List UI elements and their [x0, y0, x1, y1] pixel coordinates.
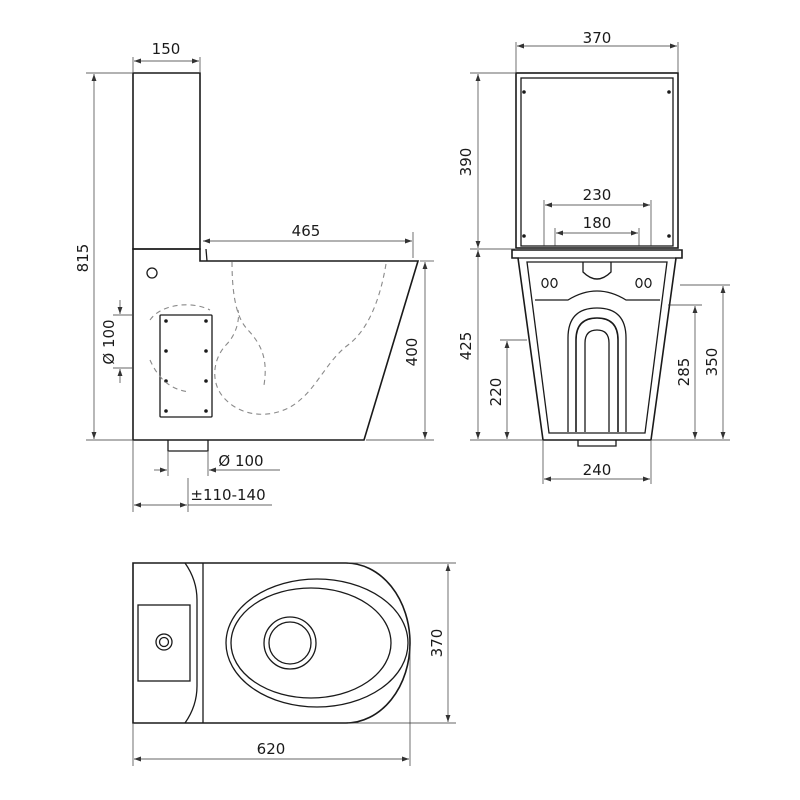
front-bowl-inner [526, 261, 668, 434]
side-outlet-spigot [167, 440, 209, 452]
dim-top-length: 620 [257, 740, 286, 758]
front-view [511, 72, 683, 447]
front-base-spigot [577, 440, 617, 447]
front-view-dimensions: 370 390 425 230 180 240 220 285 [457, 29, 730, 484]
dim-top-width: 370 [428, 629, 446, 658]
front-trap-pipe-inner [584, 329, 610, 432]
side-tank-outline [132, 72, 201, 250]
front-bowl-outline [511, 249, 683, 441]
side-access-panel [159, 314, 213, 418]
dim-inner-height: 285 [675, 358, 693, 387]
front-fixing-holes [541, 277, 652, 289]
dim-tank-width: 150 [152, 40, 181, 58]
dim-overall-height: 815 [74, 244, 92, 273]
top-drain-inner [268, 621, 312, 665]
front-seat-curve [534, 290, 660, 301]
front-trap-pipe-outer [567, 307, 627, 432]
front-top-outlet [582, 262, 612, 280]
top-flush-button-outer [155, 633, 173, 651]
dim-inlet-diameter: Ø 100 [100, 319, 118, 364]
dim-front-width: 370 [583, 29, 612, 47]
side-hidden-trap [214, 261, 387, 415]
top-tank-recess [137, 604, 191, 682]
side-bowl-outline [132, 248, 420, 441]
side-bowl-rim [205, 248, 208, 262]
side-hidden-trap-2 [149, 304, 211, 393]
dim-mount-inner: 180 [583, 214, 612, 232]
dim-bowl-height: 400 [403, 338, 421, 367]
side-view [132, 72, 420, 452]
front-tank-inner [520, 77, 674, 247]
dim-base-width: 240 [583, 461, 612, 479]
top-bowl-rim [225, 578, 409, 708]
dim-tank-height: 390 [457, 148, 475, 177]
dim-bowl-length: 465 [292, 222, 321, 240]
top-flush-button-inner [158, 636, 170, 648]
dim-hole-height: 220 [487, 378, 505, 407]
side-panel-screws [164, 319, 208, 413]
dim-outer-height: 350 [703, 348, 721, 377]
front-trap-pipe [575, 317, 619, 432]
top-bowl-inner [230, 587, 392, 699]
side-inlet-circle [146, 267, 158, 279]
top-tank-lid [184, 562, 198, 724]
dim-mount-outer: 230 [583, 186, 612, 204]
dim-outlet-diameter: Ø 100 [218, 452, 263, 470]
side-view-dimensions: 150 815 465 400 Ø 100 Ø 100 ±110-140 [74, 40, 434, 512]
dim-outlet-offset: ±110-140 [190, 486, 265, 504]
top-drain-outer [263, 616, 317, 670]
top-view-dimensions: 370 620 [132, 562, 456, 766]
top-view [132, 562, 411, 724]
front-tank-outline [515, 72, 679, 249]
dim-bowl-height-front: 425 [457, 332, 475, 361]
front-tank-screws [522, 90, 671, 238]
